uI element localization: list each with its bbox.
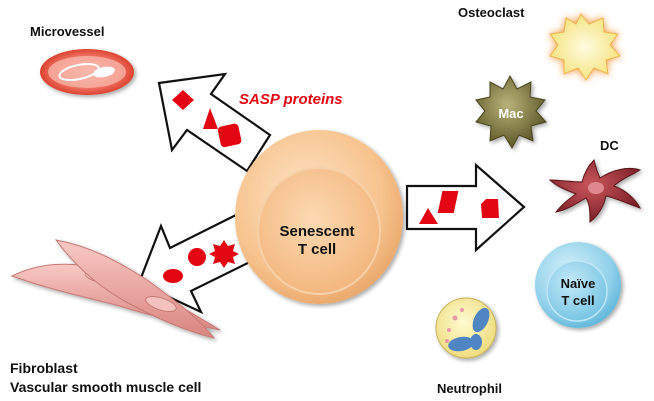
senescent-t-cell-label-line1: Senescent [279, 223, 354, 240]
sasp-proteins-label: SASP proteins [239, 91, 343, 108]
sasp-hexagon [163, 269, 183, 283]
sasp-square [217, 123, 242, 148]
naive-t-cell-label-line1: Naïve [561, 276, 596, 291]
senescent-t-cell-label-line2: T cell [298, 241, 336, 258]
naive-t-cell-label-line2: T cell [561, 293, 594, 308]
sasp-starburst [209, 240, 239, 268]
dendritic-cell-illustration [548, 159, 642, 224]
sasp-circle [188, 248, 206, 266]
neutrophil-illustration [435, 297, 497, 359]
macrophage-illustration [475, 74, 547, 150]
sasp-parallelogram [437, 191, 459, 213]
neutrophil-label: Neutrophil [437, 381, 502, 396]
microvessel-illustration [40, 49, 134, 95]
sasp-pentagon [481, 199, 499, 218]
microvessel-label: Microvessel [30, 24, 104, 39]
sasp-diamond [172, 90, 194, 110]
fibroblast-illustration [10, 239, 221, 339]
fibroblast-label: Fibroblast [10, 360, 78, 376]
sasp-triangle [203, 108, 218, 129]
arrow-to-microvessel [157, 72, 272, 173]
osteoclast-illustration [549, 13, 621, 81]
macrophage-label: Mac [498, 106, 523, 121]
vascular-smooth-muscle-cell-label: Vascular smooth muscle cell [10, 379, 201, 395]
naive-t-cell [535, 242, 621, 328]
osteoclast-label: Osteoclast [458, 5, 525, 20]
senescent-t-cell [235, 130, 403, 304]
arrow-to-immune-cells [405, 162, 526, 253]
sasp-triangle-right [419, 208, 438, 224]
dc-label: DC [600, 138, 619, 153]
